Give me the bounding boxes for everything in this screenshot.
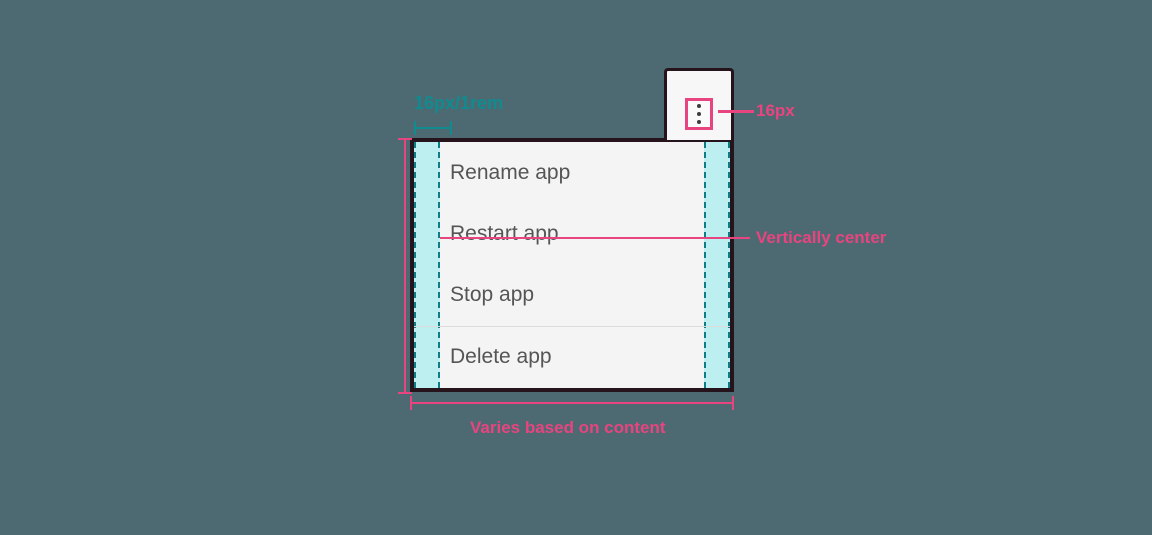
menu-item-restart-app[interactable]: Restart app bbox=[414, 203, 730, 264]
annotation-vertical-alignment: Vertically center bbox=[756, 228, 887, 247]
measure-cap-right bbox=[732, 396, 734, 410]
annotation-panel-width: Varies based on content bbox=[470, 418, 666, 437]
leader-line-trigger-padding bbox=[718, 110, 754, 113]
measure-cap-bottom bbox=[398, 392, 412, 394]
bracket-cap-right bbox=[450, 121, 452, 135]
measure-line bbox=[410, 402, 734, 404]
menu-item-label: Rename app bbox=[450, 160, 571, 184]
overflow-dot bbox=[697, 112, 701, 116]
measure-line-panel-width bbox=[410, 396, 734, 410]
overflow-menu-panel: Rename app Restart app Stop app Delete a… bbox=[410, 138, 734, 392]
measure-line bbox=[404, 138, 406, 394]
menu-item-rename-app[interactable]: Rename app bbox=[414, 142, 730, 203]
overflow-menu-trigger[interactable] bbox=[664, 68, 734, 140]
menu-item-label: Delete app bbox=[450, 345, 552, 369]
padding-band-right bbox=[704, 142, 730, 388]
overflow-dot bbox=[697, 120, 701, 124]
padding-band-left bbox=[414, 142, 440, 388]
menu-item-label: Stop app bbox=[450, 283, 535, 307]
bracket-bar bbox=[415, 127, 451, 129]
menu-item-delete-app[interactable]: Delete app bbox=[414, 325, 730, 388]
annotation-horizontal-padding: 16px/1rem bbox=[414, 93, 504, 113]
overflow-menu-list: Rename app Restart app Stop app Delete a… bbox=[414, 142, 730, 388]
overflow-vertical-dots-icon[interactable] bbox=[685, 98, 713, 130]
overflow-dot bbox=[697, 104, 701, 108]
dimension-bracket-horizontal-padding bbox=[412, 121, 454, 135]
leader-line-vertical-center bbox=[440, 237, 750, 239]
measure-line-panel-height bbox=[398, 138, 412, 394]
annotation-trigger-padding: 16px bbox=[756, 101, 795, 120]
menu-item-stop-app[interactable]: Stop app bbox=[414, 265, 730, 326]
menu-item-label: Restart app bbox=[450, 221, 559, 245]
